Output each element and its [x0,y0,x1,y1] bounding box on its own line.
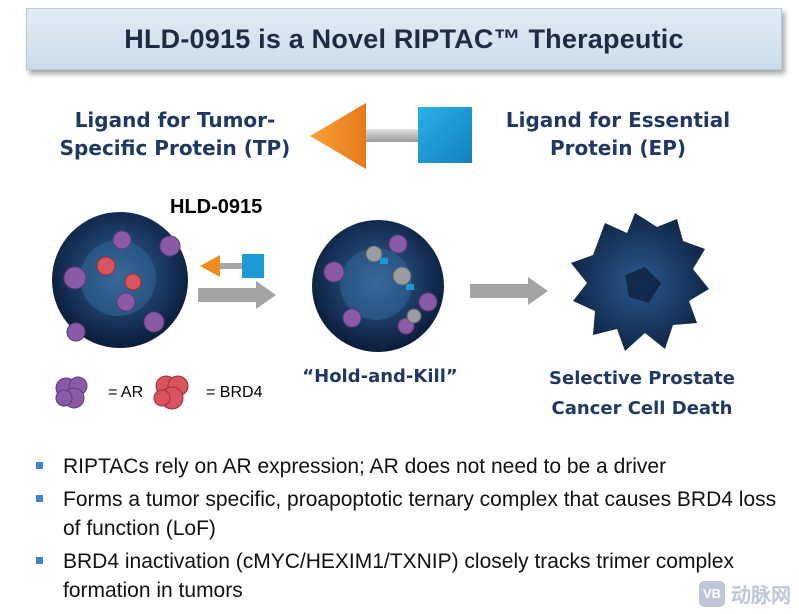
watermark-logo-icon: VB [699,580,725,607]
arrow-1-icon [198,281,276,309]
watermark-text: 动脉网 [731,585,791,607]
watermark: VB 动脉网 [699,579,791,608]
tp-ligand-triangle-icon [310,103,366,169]
bullet-item: Forms a tumor specific, proapoptotic ter… [36,485,796,543]
dead-cell-icon [571,213,709,351]
title-banner: HLD-0915 is a Novel RIPTAC™ Therapeutic [26,8,782,70]
ligand-tp-line1: Ligand for Tumor- [74,108,276,132]
bullet-square-icon [36,557,43,564]
ligand-ep-label: Ligand for Essential Protein (EP) [486,106,750,162]
cell-death-line1: Selective Prostate [549,368,735,389]
ep-ligand-square-icon [418,107,472,163]
ar-protein-icon [55,376,88,409]
arrow-2-icon [470,277,548,305]
linker-bar [366,129,418,142]
brd4-protein-icon [153,375,189,410]
bullet-item: BRD4 inactivation (cMYC/HEXIM1/TXNIP) cl… [36,547,796,605]
cell-death-label: Selective Prostate Cancer Cell Death [536,364,748,424]
tumor-cell-with-drug [52,212,188,348]
cell-death-line2: Cancer Cell Death [551,398,733,419]
tumor-cell-ternary-complex [312,220,444,352]
ligand-ep-line1: Ligand for Essential [505,108,731,132]
slide-title: HLD-0915 is a Novel RIPTAC™ Therapeutic [124,23,684,54]
legend-brd4-label: = BRD4 [206,384,263,401]
drug-label: HLD-0915 [170,196,263,218]
bullet-square-icon [36,495,43,502]
bullet-list: RIPTACs rely on AR expression; AR does n… [36,452,796,609]
legend-ar-label: = AR [108,384,144,401]
bullet-item: RIPTACs rely on AR expression; AR does n… [36,452,796,481]
ligand-tp-label: Ligand for Tumor- Specific Protein (TP) [30,106,320,162]
bullet-square-icon [36,462,43,469]
ligand-ep-line2: Protein (EP) [549,136,687,160]
small-molecule-icon [200,254,264,278]
riptac-molecule-schematic [310,103,472,169]
hold-and-kill-label: “Hold-and-Kill” [302,366,458,387]
ligand-tp-line2: Specific Protein (TP) [59,136,291,160]
